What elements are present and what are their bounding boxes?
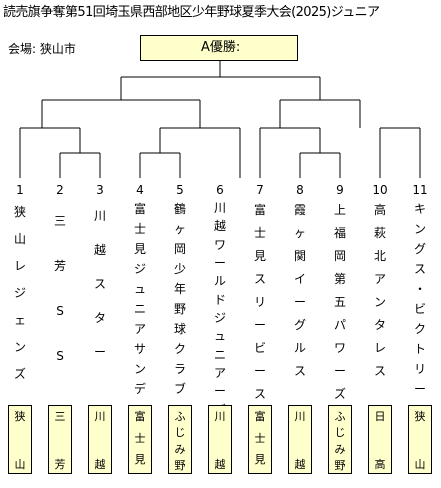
team-city-box: 川越 bbox=[208, 405, 232, 474]
team-number: 9 bbox=[336, 183, 344, 197]
final-connector bbox=[120, 61, 321, 100]
team-name: 狭山レジェンズ bbox=[13, 205, 26, 381]
bracket-q4 bbox=[379, 127, 421, 178]
team-number: 4 bbox=[136, 183, 144, 197]
venue-label: 会場: 狭山市 bbox=[8, 42, 76, 56]
team-city-box: 富士見 bbox=[128, 405, 152, 474]
bracket-q1 bbox=[19, 127, 101, 178]
team-number: 1 bbox=[16, 183, 24, 197]
team-number: 8 bbox=[296, 183, 304, 197]
team-number: 2 bbox=[56, 183, 64, 197]
team-city-box: 川越 bbox=[88, 405, 112, 474]
team-entry: 9 上福岡第五パワーズ bbox=[326, 183, 354, 406]
right-semi-connector bbox=[279, 99, 361, 128]
team-number: 10 bbox=[372, 183, 388, 197]
team-number: 7 bbox=[256, 183, 264, 197]
team-name: 上福岡第五パワーズ bbox=[333, 203, 346, 401]
team-name: キングス・ビクトリー bbox=[413, 202, 426, 396]
team-city-box: 富士見 bbox=[248, 405, 272, 474]
team-name: 高萩北アンタレス bbox=[373, 203, 386, 378]
team-name: 富士見ジュニアサンデー bbox=[133, 202, 146, 416]
team-entry: 3 川越スター bbox=[86, 183, 114, 369]
bracket-q3 bbox=[259, 127, 341, 178]
team-entry: 4 富士見ジュニアサンデー bbox=[126, 183, 154, 419]
team-city-box: 日高 bbox=[368, 405, 392, 474]
team-name: 霞ヶ関イーグルス bbox=[293, 203, 306, 378]
team-number: 3 bbox=[96, 183, 104, 197]
team-name: 川越スター bbox=[93, 209, 106, 359]
tournament-title: 読売旗争奪第51回埼玉県西部地区少年野球夏季大会(2025)ジュニア bbox=[3, 5, 380, 20]
team-number: 6 bbox=[216, 183, 224, 197]
team-entry: 7 富士見スリービース bbox=[246, 183, 274, 406]
team-entry: 8 霞ヶ関イーグルス bbox=[286, 183, 314, 383]
team-city-box: 川越 bbox=[288, 405, 312, 474]
team-city-box: 狭山 bbox=[408, 405, 432, 474]
team-number: 5 bbox=[176, 183, 184, 197]
team-entry: 1 狭山レジェンズ bbox=[6, 183, 34, 388]
team-name: 鶴ヶ岡少年野球クラブ bbox=[173, 202, 186, 396]
team-number: 11 bbox=[412, 183, 428, 197]
team-city-box: 三芳 bbox=[48, 405, 72, 474]
team-entry: 5 鶴ヶ岡少年野球クラブ bbox=[166, 183, 194, 399]
winner-box: A優勝: bbox=[140, 35, 298, 61]
team-name: 富士見スリービース bbox=[253, 203, 266, 401]
team-name: 川越ワールドジュニアーズ bbox=[213, 201, 226, 417]
team-city-box: ふじみ野 bbox=[328, 405, 352, 474]
left-semi-connector bbox=[41, 99, 201, 128]
team-entry: 10 高萩北アンタレス bbox=[366, 183, 394, 383]
team-entry: 6 川越ワールドジュニアーズ bbox=[206, 183, 234, 419]
team-city-box: 狭山 bbox=[8, 405, 32, 474]
winner-label: A優勝: bbox=[201, 40, 241, 55]
team-entry: 11 キングス・ビクトリー bbox=[406, 183, 434, 399]
bracket-q2 bbox=[139, 127, 241, 178]
team-city-box: ふじみ野 bbox=[168, 405, 192, 474]
